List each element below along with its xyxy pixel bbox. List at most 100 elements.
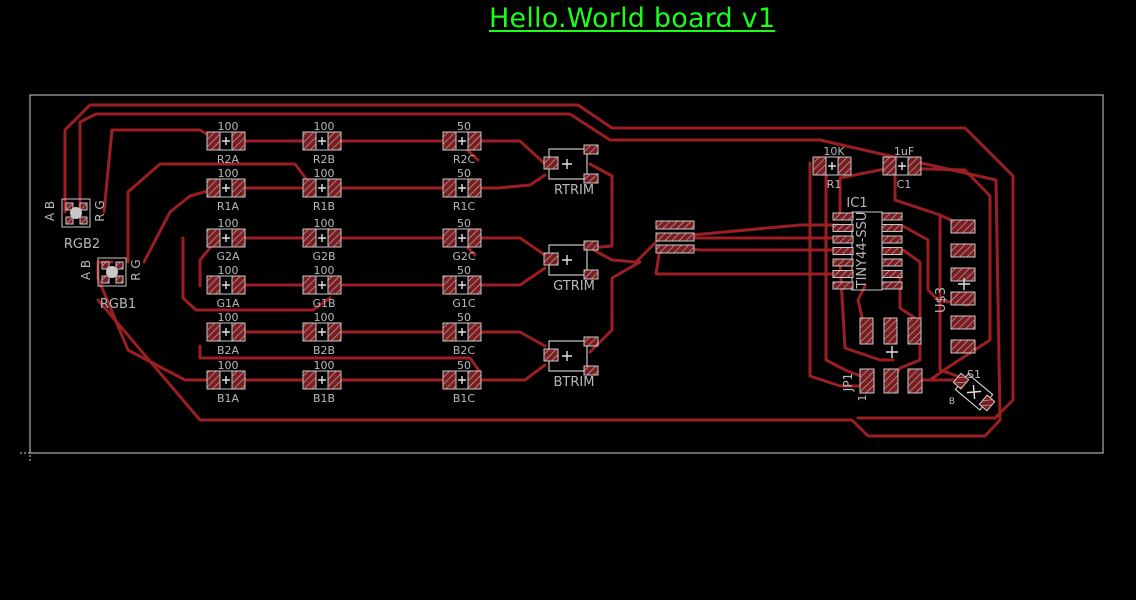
component-value: 100 xyxy=(218,120,239,133)
led-pad xyxy=(101,275,110,284)
resistor-g2c[interactable] xyxy=(442,228,482,248)
trimmer-rtrim[interactable] xyxy=(543,144,599,184)
ic-pin xyxy=(881,258,903,267)
component-ref: G2B xyxy=(312,250,335,263)
component-value: 100 xyxy=(218,311,239,324)
trimmer-pad xyxy=(583,144,599,155)
resistor-pad xyxy=(442,131,457,151)
header-pad xyxy=(655,244,695,254)
header-pad xyxy=(655,232,695,242)
rgb-led-rgb1[interactable] xyxy=(97,257,127,287)
resistor-r1[interactable] xyxy=(812,156,852,176)
resistor-pad xyxy=(302,275,317,295)
component-ref: G2A xyxy=(216,250,240,263)
component-ref: R1 xyxy=(827,178,842,191)
trimmer-label: GTRIM xyxy=(553,279,595,294)
component-ref: R1C xyxy=(453,200,476,213)
resistor-b1c[interactable] xyxy=(442,370,482,390)
resistor-b1b[interactable] xyxy=(302,370,342,390)
trimmer-gtrim[interactable] xyxy=(543,240,599,280)
trimmer-btrim[interactable] xyxy=(543,336,599,376)
resistor-pad xyxy=(327,370,342,390)
resistor-g1a[interactable] xyxy=(206,275,246,295)
origin-cross-icon xyxy=(318,137,326,145)
component-value: 50 xyxy=(457,311,471,324)
led-pad xyxy=(101,261,110,270)
ic-pin xyxy=(832,270,854,278)
resistor-g2b[interactable] xyxy=(302,228,342,248)
resistor-pad xyxy=(302,228,317,248)
component-ref: R1A xyxy=(217,200,240,213)
trimmer-label: RTRIM xyxy=(554,183,594,198)
led-ref: RGB1 xyxy=(100,297,136,312)
pin-header[interactable] xyxy=(655,220,695,254)
passive-cluster[interactable] xyxy=(859,317,922,358)
resistor-pad xyxy=(327,275,342,295)
resistor-r1a[interactable] xyxy=(206,178,246,198)
resistor-pad xyxy=(442,322,457,342)
resistor-c1[interactable] xyxy=(882,156,922,176)
u3-pad xyxy=(950,219,976,234)
u3-pad xyxy=(950,267,976,282)
board-title: Hello.World board v1 xyxy=(489,3,776,34)
resistor-r2b[interactable] xyxy=(302,131,342,151)
resistor-pad xyxy=(327,322,342,342)
origin-cross-icon xyxy=(562,351,572,361)
origin-cross-icon xyxy=(458,234,466,242)
resistor-pad xyxy=(206,178,221,198)
origin-cross-icon xyxy=(318,376,326,384)
trimmer-pad xyxy=(543,156,559,170)
resistor-r2a[interactable] xyxy=(206,131,246,151)
led-pins-left: A B xyxy=(43,201,57,221)
ic-pin xyxy=(832,224,854,232)
trimmer-pad xyxy=(583,240,599,251)
jp1-jumper[interactable] xyxy=(859,368,923,394)
resistor-b2b[interactable] xyxy=(302,322,342,342)
resistor-r2c[interactable] xyxy=(442,131,482,151)
component-ref: G1C xyxy=(452,297,476,310)
ic-pin xyxy=(881,212,903,221)
resistor-b1a[interactable] xyxy=(206,370,246,390)
origin-cross-icon xyxy=(222,234,230,242)
u3-part[interactable] xyxy=(950,219,976,354)
component-value: 100 xyxy=(218,167,239,180)
resistor-g2a[interactable] xyxy=(206,228,246,248)
smd-pad xyxy=(859,317,874,345)
switch-pad xyxy=(952,372,970,390)
component-ref: R2A xyxy=(217,153,240,166)
jp1-ref: JP1 xyxy=(841,373,855,392)
led-body xyxy=(61,198,91,228)
ic-pin xyxy=(881,235,903,244)
resistor-r1c[interactable] xyxy=(442,178,482,198)
resistor-r1b[interactable] xyxy=(302,178,342,198)
header-pad xyxy=(655,220,695,230)
resistor-g1c[interactable] xyxy=(442,275,482,295)
resistor-g1b[interactable] xyxy=(302,275,342,295)
u3-ref: U$3 xyxy=(934,287,949,313)
origin-cross-icon xyxy=(458,184,466,192)
s1-switch[interactable] xyxy=(951,370,998,414)
trimmer-pad xyxy=(543,348,559,362)
ic-pin xyxy=(832,281,854,290)
led-pad xyxy=(79,202,88,211)
ic-pin xyxy=(832,235,854,244)
trimmer-pad xyxy=(583,269,599,280)
led-center xyxy=(106,266,118,278)
board-outline xyxy=(29,94,1104,454)
resistor-pad xyxy=(442,275,457,295)
resistor-pad xyxy=(467,322,482,342)
trimmer-label: BTRIM xyxy=(554,375,595,390)
resistor-b2a[interactable] xyxy=(206,322,246,342)
origin-cross-icon xyxy=(458,328,466,336)
rgb-led-rgb2[interactable] xyxy=(61,198,91,228)
component-ref: B2C xyxy=(453,344,476,357)
component-ref: B2A xyxy=(217,344,240,357)
jp1-pin: 1 xyxy=(856,395,869,402)
trimmer-pad xyxy=(583,365,599,376)
ic1-chip[interactable] xyxy=(832,211,903,291)
resistor-pad xyxy=(231,275,246,295)
resistor-b2c[interactable] xyxy=(442,322,482,342)
resistor-pad xyxy=(327,131,342,151)
origin-cross-icon xyxy=(562,255,572,265)
